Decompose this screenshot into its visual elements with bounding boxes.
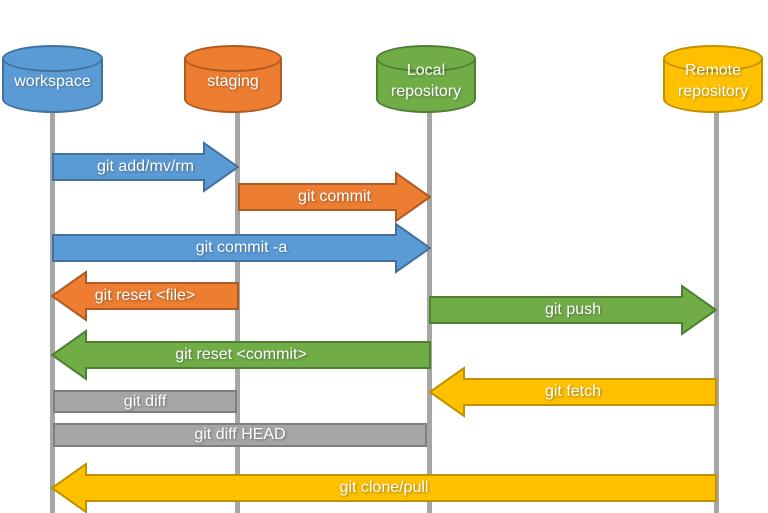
left-arrow-shape [51,329,431,381]
staging-lifeline [235,108,240,513]
node-label: staging [207,72,259,90]
rect-git-diff-head: git diff HEAD [53,423,427,447]
node-label: Local repository [390,62,462,100]
arrow-git-clone-pull [51,462,717,513]
node-workspace: workspace [2,45,103,113]
cylinder-top [2,45,103,72]
left-arrow-shape [51,462,717,513]
right-arrow-shape [429,284,717,336]
cylinder-top [376,45,476,72]
right-arrow-shape [52,222,431,274]
node-label: Remote repository [677,62,749,100]
cylinder-top [663,45,763,72]
arrow-git-fetch [429,366,717,418]
node-remote-repository: Remote repository [663,45,763,113]
arrow-git-reset-commit [51,329,431,381]
arrow-git-reset-file [51,270,239,322]
node-label: workspace [14,72,91,90]
arrow-git-add-mv-rm [52,141,239,193]
workspace-lifeline [50,108,55,513]
node-staging: staging [184,45,282,113]
right-arrow-shape [238,171,431,223]
node-local-repository: Local repository [376,45,476,113]
left-arrow-shape [429,366,717,418]
right-arrow-shape [52,141,239,193]
rect-git-diff: git diff [53,390,237,413]
arrow-git-push [429,284,717,336]
left-arrow-shape [51,270,239,322]
cylinder-top [184,45,282,72]
arrow-git-commit [238,171,431,223]
arrow-git-commit-a [52,222,431,274]
